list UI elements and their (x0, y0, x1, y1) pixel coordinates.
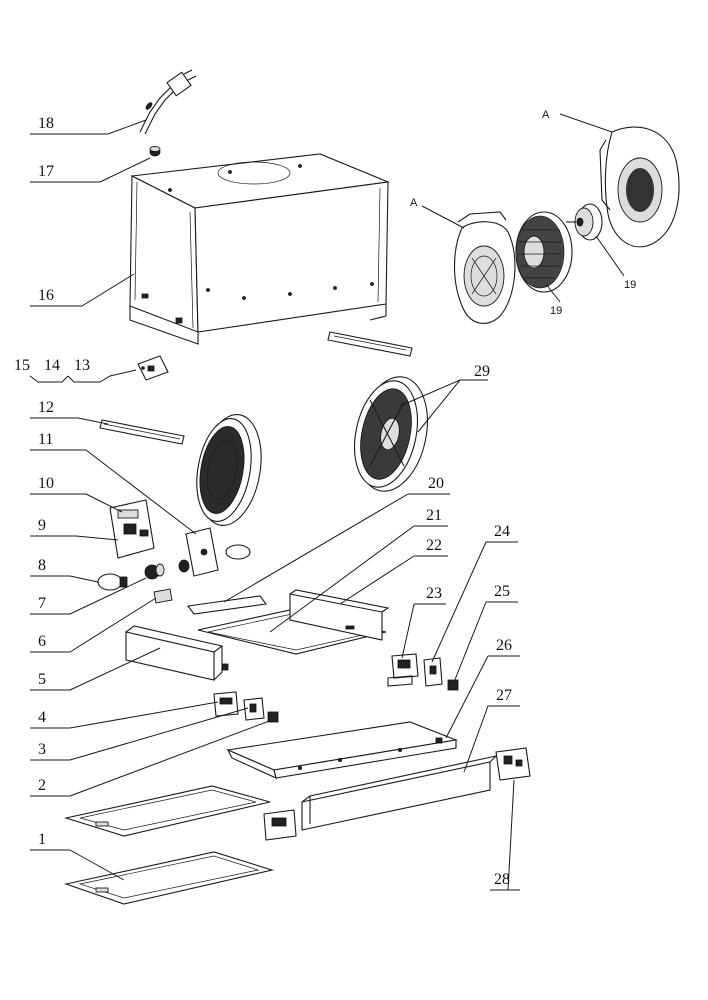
callout-17: 17 (30, 157, 151, 183)
label-14: 14 (44, 357, 60, 374)
callout-10: 10 (30, 475, 123, 513)
label-1: 1 (38, 831, 46, 848)
label-7: 7 (38, 595, 46, 612)
base-tray (226, 721, 459, 779)
callout-2: 2 (30, 719, 273, 797)
label-8: 8 (38, 557, 46, 574)
power-cord-plug (139, 69, 197, 135)
callout-4: 4 (30, 701, 219, 729)
label-15: 15 (14, 357, 30, 374)
carbon-filter-disk (354, 376, 428, 492)
small-card (153, 588, 173, 604)
label-3: 3 (38, 741, 46, 758)
callout-5: 5 (30, 647, 161, 691)
callout-6: 6 (30, 597, 157, 653)
callout-18: 18 (30, 115, 147, 135)
clip-24 (423, 657, 443, 687)
switch-box (137, 355, 169, 381)
label-11: 11 (38, 431, 53, 448)
label-16: 16 (38, 287, 54, 304)
callout-a-front: A (410, 197, 465, 229)
callout-27: 27 (463, 687, 520, 773)
callout-25: 25 (453, 583, 518, 683)
grease-filter-disk-left (196, 414, 262, 526)
callout-8: 8 (30, 557, 99, 583)
callout-11: 11 (30, 431, 197, 535)
label-25: 25 (494, 583, 510, 600)
label-a-rear: A (542, 109, 550, 121)
label-18: 18 (38, 115, 54, 132)
callout-20: 20 (223, 475, 450, 603)
callout-24: 24 (431, 523, 518, 663)
clip-23 (387, 653, 419, 687)
callout-26: 26 (445, 637, 520, 739)
callout-21: 21 (269, 507, 448, 633)
filter-panel-bottom (63, 851, 275, 905)
light-rail (99, 419, 185, 445)
hood-housing (129, 153, 391, 345)
label-13: 13 (74, 357, 90, 374)
callout-7: 7 (30, 577, 147, 615)
end-clip (263, 809, 297, 841)
callout-29: 29 (399, 363, 490, 433)
clip-3 (243, 697, 265, 721)
lamp-holder (144, 563, 165, 580)
rear-channel (289, 589, 390, 641)
label-9: 9 (38, 517, 46, 534)
cable-grommet (149, 146, 161, 157)
label-23: 23 (426, 585, 442, 602)
control-board (109, 499, 155, 559)
callout-9: 9 (30, 517, 119, 541)
blower-impeller (515, 211, 573, 293)
filter-panel-top (63, 785, 271, 837)
label-6: 6 (38, 633, 46, 650)
label-10: 10 (38, 475, 54, 492)
blower-motor (566, 203, 603, 241)
label-26: 26 (496, 637, 512, 654)
callout-3: 3 (30, 707, 249, 761)
front-profile (301, 755, 498, 831)
label-4: 4 (38, 709, 46, 726)
callout-15-14-13: 15 14 13 (14, 357, 137, 383)
end-cap (495, 747, 531, 781)
callout-12: 12 (30, 399, 109, 425)
label-a-front: A (410, 197, 418, 209)
label-5: 5 (38, 671, 46, 688)
blower-housing-rear (599, 126, 680, 248)
clip-25 (447, 679, 459, 691)
callout-28: 28 (490, 779, 520, 891)
label-22: 22 (426, 537, 442, 554)
label-17: 17 (38, 163, 54, 180)
label-21: 21 (426, 507, 442, 524)
front-channel (125, 625, 229, 681)
callout-22: 22 (339, 537, 448, 605)
clip-4 (213, 691, 239, 717)
label-19-impeller: 19 (550, 305, 562, 317)
label-2: 2 (38, 777, 46, 794)
lamp-bulb (97, 573, 128, 591)
filter-strip (187, 595, 267, 615)
callout-1: 1 (30, 831, 125, 881)
lamp-bracket (178, 527, 251, 577)
callout-19-motor: 19 (595, 235, 636, 291)
label-27: 27 (496, 687, 512, 704)
callout-a-rear: A (542, 109, 613, 133)
blower-housing-front (453, 211, 516, 324)
label-19-motor: 19 (624, 279, 636, 291)
label-12: 12 (38, 399, 54, 416)
callout-23: 23 (401, 585, 446, 659)
label-20: 20 (428, 475, 444, 492)
label-29: 29 (474, 363, 490, 380)
label-24: 24 (494, 523, 510, 540)
callout-19-impeller: 19 (545, 283, 562, 317)
callout-16: 16 (30, 273, 135, 307)
label-28: 28 (494, 871, 510, 888)
clip-2 (267, 711, 279, 723)
housing-rail (327, 331, 413, 357)
